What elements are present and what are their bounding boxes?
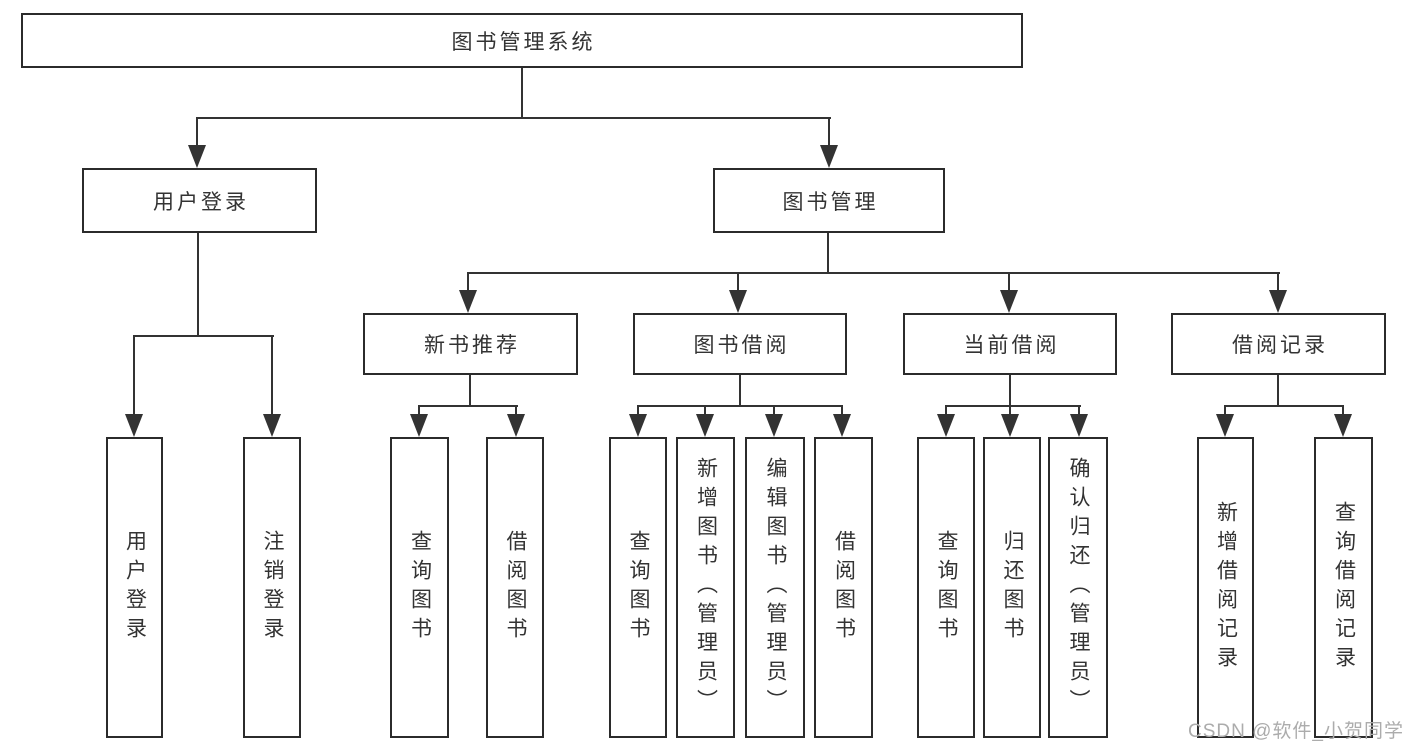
- arrowhead-to-recommend-borrow: [507, 414, 525, 437]
- arrowhead-to-records-query: [1334, 414, 1352, 437]
- connector-records-stem: [1277, 375, 1279, 406]
- connector-to-borrowing-edit: [773, 405, 775, 417]
- connector-to-records-add: [1224, 405, 1226, 417]
- node-book-management: 图书管理: [713, 168, 945, 233]
- node-records-query-borrow-record: 查询借阅记录: [1314, 437, 1373, 738]
- connector-to-borrowing-query: [637, 405, 639, 417]
- connector-to-borrowing-records: [1277, 272, 1279, 292]
- arrowhead-to-login-leaf: [125, 414, 143, 437]
- node-current-query-books: 查询图书: [917, 437, 975, 738]
- connector-borrowing-stem: [739, 375, 741, 406]
- node-user-login: 用户登录: [82, 168, 317, 233]
- connector-level3-split-bar: [467, 272, 1280, 274]
- connector-to-current-query: [945, 405, 947, 417]
- node-borrowing-add-books-admin: 新增图书（管理员）: [676, 437, 735, 738]
- node-records-add-borrow-record: 新增借阅记录: [1197, 437, 1254, 738]
- node-logout-action: 注销登录: [243, 437, 301, 738]
- connector-to-current-borrowing: [1008, 272, 1010, 292]
- connector-to-current-return: [1009, 405, 1011, 417]
- connector-recommend-stem: [469, 375, 471, 406]
- node-user-login-action: 用户登录: [106, 437, 163, 738]
- connector-book-management-stem: [827, 233, 829, 274]
- node-borrowing-query-books: 查询图书: [609, 437, 667, 738]
- node-current-confirm-return-admin: 确认归还（管理员）: [1048, 437, 1108, 738]
- connector-to-logout-leaf: [271, 335, 273, 416]
- arrowhead-to-borrowing-query: [629, 414, 647, 437]
- node-borrowing-edit-books-admin: 编辑图书（管理员）: [745, 437, 805, 738]
- node-borrowing-borrow-books: 借阅图书: [814, 437, 873, 738]
- node-current-return-books: 归还图书: [983, 437, 1041, 738]
- arrowhead-to-new-book-recommend: [459, 290, 477, 313]
- node-library-management-system: 图书管理系统: [21, 13, 1023, 68]
- node-recommend-query-books: 查询图书: [390, 437, 449, 738]
- node-book-borrowing: 图书借阅: [633, 313, 847, 375]
- connector-current-stem: [1009, 375, 1011, 406]
- arrowhead-to-borrowing-edit: [765, 414, 783, 437]
- node-borrowing-records: 借阅记录: [1171, 313, 1386, 375]
- connector-to-borrowing-add: [704, 405, 706, 417]
- connector-user-login-stem: [197, 233, 199, 336]
- connector-to-login-leaf: [133, 335, 135, 416]
- connector-records-split-bar: [1224, 405, 1344, 407]
- arrowhead-to-borrowing-add: [696, 414, 714, 437]
- connector-user-login-split-bar: [133, 335, 274, 337]
- arrowhead-to-book-management: [820, 145, 838, 168]
- arrowhead-to-logout-leaf: [263, 414, 281, 437]
- connector-borrowing-split-bar: [637, 405, 843, 407]
- arrowhead-to-current-confirm: [1070, 414, 1088, 437]
- node-recommend-borrow-books: 借阅图书: [486, 437, 544, 738]
- csdn-watermark: CSDN @软件_小贺同学: [1188, 721, 1404, 742]
- node-new-book-recommend: 新书推荐: [363, 313, 578, 375]
- arrowhead-to-user-login: [188, 145, 206, 168]
- arrowhead-to-borrowing-records: [1269, 290, 1287, 313]
- connector-to-borrowing-borrow: [841, 405, 843, 417]
- connector-to-book-borrowing: [737, 272, 739, 292]
- arrowhead-to-current-query: [937, 414, 955, 437]
- arrowhead-to-current-borrowing: [1000, 290, 1018, 313]
- connector-to-records-query: [1342, 405, 1344, 417]
- connector-to-recommend-query: [418, 405, 420, 417]
- connector-recommend-split-bar: [418, 405, 518, 407]
- arrowhead-to-borrowing-borrow: [833, 414, 851, 437]
- arrowhead-to-records-add: [1216, 414, 1234, 437]
- connector-root-stem: [521, 68, 523, 118]
- arrowhead-to-book-borrowing: [729, 290, 747, 313]
- connector-to-book-management: [828, 117, 830, 149]
- arrowhead-to-current-return: [1001, 414, 1019, 437]
- connector-to-current-confirm: [1078, 405, 1080, 417]
- arrowhead-to-recommend-query: [410, 414, 428, 437]
- connector-level1-split-bar: [196, 117, 831, 119]
- connector-to-new-book-recommend: [467, 272, 469, 292]
- connector-current-split-bar: [945, 405, 1081, 407]
- node-current-borrowing: 当前借阅: [903, 313, 1117, 375]
- connector-to-user-login: [196, 117, 198, 149]
- connector-to-recommend-borrow: [515, 405, 517, 417]
